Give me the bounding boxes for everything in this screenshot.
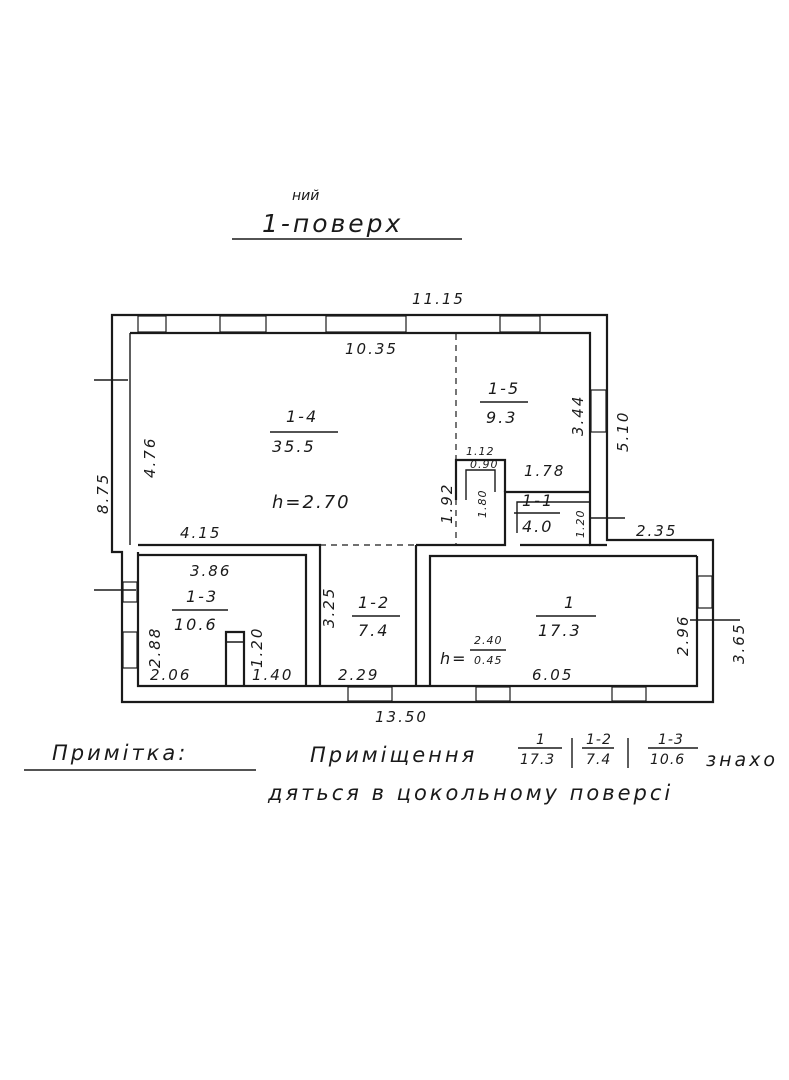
dim-niche-width: 1.40 — [252, 666, 293, 684]
room-label-1-1: 1-1 4.0 — [514, 491, 560, 536]
dim-room-1-3-bottom: 2.06 — [150, 666, 191, 684]
room-id: 1-3 — [186, 587, 218, 606]
dim-closet-width: 1.12 — [466, 445, 495, 458]
dim-niche-height: 1.20 — [248, 627, 266, 668]
room-id: 1-2 — [358, 593, 390, 612]
dim-overall-top: 11.15 — [412, 290, 465, 308]
dim-closet-inner: 0.90 — [470, 458, 499, 471]
closet-wall — [454, 458, 507, 500]
room-1-1-wall — [516, 501, 590, 533]
note-ref-1-3: 1-3 10.6 — [648, 732, 698, 768]
ref-id: 1-3 — [658, 732, 684, 748]
window — [137, 315, 167, 333]
room-id: 1-5 — [488, 379, 520, 398]
room-area: 35.5 — [272, 437, 316, 456]
dim-room-1-width: 6.05 — [532, 666, 573, 684]
dim-room-1-3-width: 3.86 — [190, 562, 231, 580]
floor-title-suffix: ний — [292, 188, 319, 204]
dim-right-lower-inner: 2.96 — [674, 615, 692, 656]
outer-wall — [110, 313, 715, 704]
ref-area: 10.6 — [650, 752, 685, 768]
ref-id: 1-2 — [586, 732, 612, 748]
room-label-1: 1 17.3 — [536, 593, 596, 640]
dim-room-1-2-width: 2.29 — [338, 666, 379, 684]
partition-wall — [138, 553, 308, 686]
dim-bottom-total: 13.50 — [375, 708, 428, 726]
dim-room-1-3-height: 2.88 — [146, 627, 164, 668]
window — [475, 686, 511, 702]
height-bottom: 0.45 — [474, 654, 503, 667]
ceiling-height-basement: h= 2.40 0.45 — [440, 634, 506, 668]
room-area: 4.0 — [522, 517, 553, 536]
ref-area: 7.4 — [586, 752, 611, 768]
room-area: 7.4 — [358, 621, 389, 640]
room-id: 1 — [564, 593, 576, 612]
note-text-part1: Приміщення — [310, 743, 477, 767]
room-label-1-2: 1-2 7.4 — [352, 593, 400, 640]
dim-inner-top: 10.35 — [345, 340, 398, 358]
room-area: 10.6 — [174, 615, 218, 634]
inner-wall-line — [130, 331, 699, 688]
room-label-1-5: 1-5 9.3 — [480, 379, 528, 427]
window — [611, 686, 647, 702]
window — [122, 631, 138, 669]
room-id: 1-1 — [522, 491, 554, 510]
note-line2: дяться в цокольному поверсі — [267, 781, 673, 805]
inner-wall-left — [112, 333, 131, 553]
ref-area: 17.3 — [520, 752, 555, 768]
height-top: 2.40 — [474, 634, 503, 647]
room-label-1-3: 1-3 10.6 — [172, 587, 228, 634]
dim-room-1-1-width: 1.78 — [524, 462, 565, 480]
window — [347, 686, 393, 702]
partition-wall — [416, 533, 507, 547]
dim-lower-left-width: 4.15 — [180, 524, 221, 542]
window — [697, 575, 713, 609]
closet-wall — [465, 469, 496, 500]
window — [590, 389, 607, 433]
height-prefix: h= — [440, 649, 468, 668]
room-area: 17.3 — [538, 621, 582, 640]
dim-right-lower-outer: 3.65 — [730, 623, 748, 664]
dim-right-step: 2.35 — [636, 522, 677, 540]
note-ref-1-2: 1-2 7.4 — [582, 732, 614, 768]
dim-room-1-2-height: 3.25 — [320, 587, 338, 628]
room-area: 9.3 — [486, 408, 517, 427]
note-ref-1: 1 17.3 — [518, 732, 562, 768]
ref-id: 1 — [536, 732, 546, 748]
window — [219, 315, 267, 333]
room-label-1-4: 1-4 35.5 — [270, 407, 338, 456]
window — [499, 315, 541, 333]
niche-wall — [224, 630, 246, 686]
dim-closet-height: 1.80 — [476, 490, 489, 519]
dim-corridor-height: 1.92 — [438, 483, 456, 524]
window — [325, 315, 407, 333]
dim-right-upper-outer: 5.10 — [614, 411, 632, 452]
dim-left-inner: 4.76 — [141, 437, 159, 478]
room-id: 1-4 — [286, 407, 318, 426]
dim-right-upper-inner: 3.44 — [569, 395, 587, 436]
floor-title: 1-поверх — [262, 209, 403, 238]
ceiling-height-main: h=2.70 — [272, 492, 351, 513]
note-label: Примітка: — [52, 741, 188, 765]
dim-room-1-1-height: 1.20 — [574, 510, 587, 539]
dim-left-total: 8.75 — [94, 473, 112, 514]
window — [122, 581, 138, 603]
partition-wall — [428, 554, 697, 686]
note-text-part2: знахо — [706, 749, 778, 771]
